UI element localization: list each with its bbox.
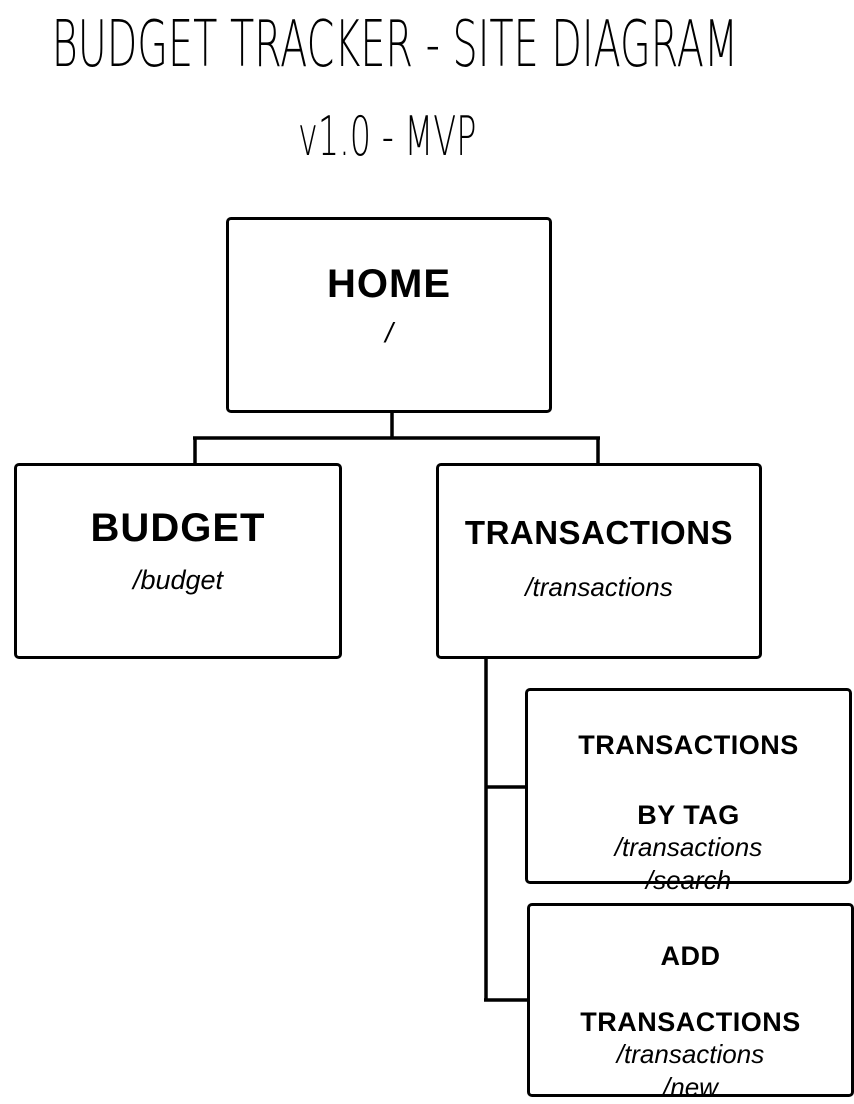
node-transactions-route: /transactions xyxy=(525,572,673,602)
node-add-route-line2: /new xyxy=(663,1072,718,1102)
node-home-name: HOME xyxy=(327,262,451,306)
node-add-name-line1: ADD xyxy=(660,941,721,971)
diagram-subtitle: v1.0 - MVP xyxy=(298,105,477,168)
node-by-tag-route-line1: /transactions xyxy=(614,832,763,862)
node-budget: BUDGET /budget xyxy=(14,463,342,659)
node-by-tag-name-line2: BY TAG xyxy=(637,800,740,830)
diagram-title: BUDGET TRACKER - SITE DIAGRAM xyxy=(51,8,739,82)
node-by-tag-route-line2: /search xyxy=(645,865,732,895)
node-budget-name: BUDGET xyxy=(90,506,266,550)
node-add-name-line2: TRANSACTIONS xyxy=(580,1007,801,1037)
node-transactions-name: TRANSACTIONS xyxy=(464,514,734,551)
node-transactions-by-tag: TRANSACTIONS BY TAG /transactions /searc… xyxy=(525,688,852,895)
node-home-route: / xyxy=(385,317,393,348)
node-by-tag-name-line1: TRANSACTIONS xyxy=(578,730,799,760)
node-add-transactions: ADD TRANSACTIONS /transactions /new xyxy=(527,903,854,1102)
node-add-route-line1: /transactions xyxy=(616,1039,765,1069)
node-transactions: TRANSACTIONS /transactions xyxy=(436,463,762,659)
node-budget-route: /budget xyxy=(132,565,224,595)
node-home: HOME / xyxy=(226,217,552,413)
